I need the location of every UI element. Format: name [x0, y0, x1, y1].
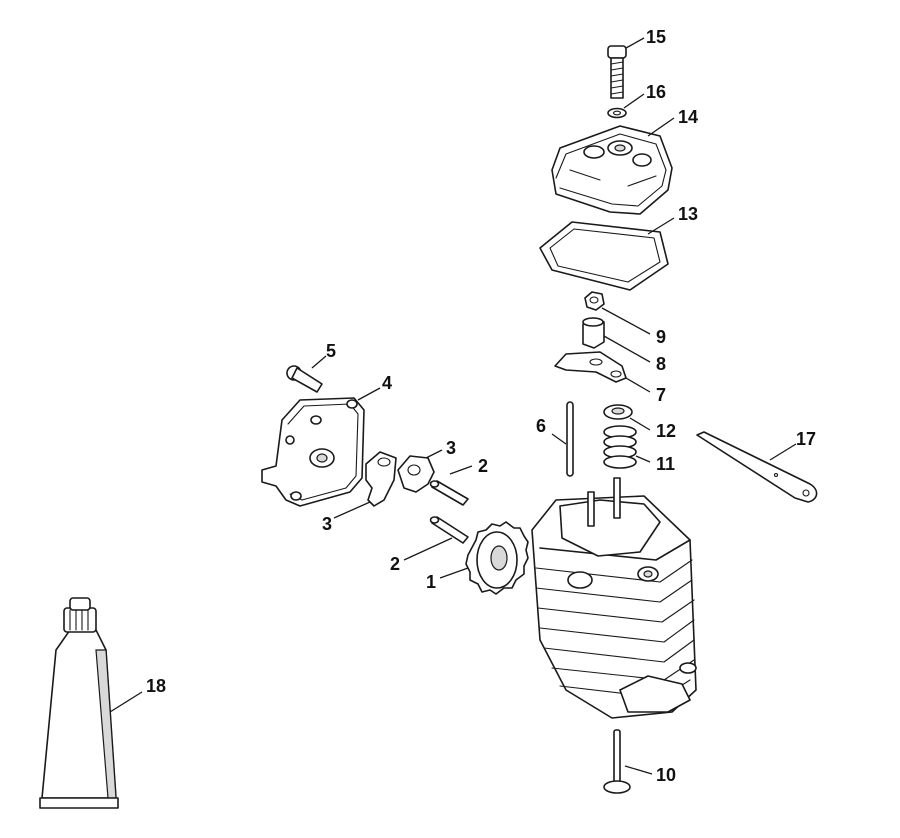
- callout-9: 9: [656, 327, 666, 347]
- callout-6: 6: [536, 416, 546, 436]
- callout-7: 7: [656, 385, 666, 405]
- callout-16: 16: [646, 82, 666, 102]
- part-rocker-left[interactable]: [365, 451, 397, 507]
- callout-12: 12: [656, 421, 676, 441]
- callout-8: 8: [656, 354, 666, 374]
- part-spring-retainer[interactable]: [603, 404, 633, 420]
- part-housing-cover[interactable]: [261, 397, 365, 507]
- part-shaft-lower[interactable]: [429, 516, 469, 544]
- part-shaft-upper[interactable]: [429, 480, 469, 506]
- callout-2-lower: 2: [390, 554, 400, 574]
- callout-labels: 15 16 14 13 9 8 7 12 11 6 17 10 1 2 2 3 …: [146, 27, 816, 785]
- callout-5: 5: [326, 341, 336, 361]
- part-washer-top[interactable]: [607, 107, 627, 119]
- callout-3-lower: 3: [322, 514, 332, 534]
- callout-2-upper: 2: [478, 456, 488, 476]
- part-nut[interactable]: [584, 291, 605, 311]
- part-valve[interactable]: [603, 729, 631, 794]
- part-push-rod[interactable]: [566, 401, 574, 477]
- callout-1: 1: [426, 572, 436, 592]
- part-bolt[interactable]: [286, 365, 323, 393]
- part-sleeve[interactable]: [582, 317, 605, 349]
- part-screw-top[interactable]: [607, 45, 627, 99]
- callout-3-upper: 3: [446, 438, 456, 458]
- callout-11: 11: [656, 454, 675, 474]
- callout-18: 18: [146, 676, 166, 696]
- part-grease-tube[interactable]: [39, 597, 119, 809]
- part-valve-cover[interactable]: [551, 125, 673, 215]
- part-cylinder: [531, 477, 697, 719]
- callout-13: 13: [678, 204, 698, 224]
- callout-10: 10: [656, 765, 676, 785]
- callout-15: 15: [646, 27, 666, 47]
- callout-14: 14: [678, 107, 698, 127]
- leader-lines: [109, 37, 797, 775]
- part-valve-spring[interactable]: [603, 425, 637, 469]
- part-rocker-arm[interactable]: [554, 351, 627, 383]
- part-gear[interactable]: [465, 521, 529, 595]
- part-cover-gasket[interactable]: [539, 221, 669, 291]
- callout-4: 4: [382, 373, 392, 393]
- callout-17: 17: [796, 429, 816, 449]
- part-rocker-right[interactable]: [397, 455, 435, 493]
- part-feeler-gauge[interactable]: [696, 431, 818, 503]
